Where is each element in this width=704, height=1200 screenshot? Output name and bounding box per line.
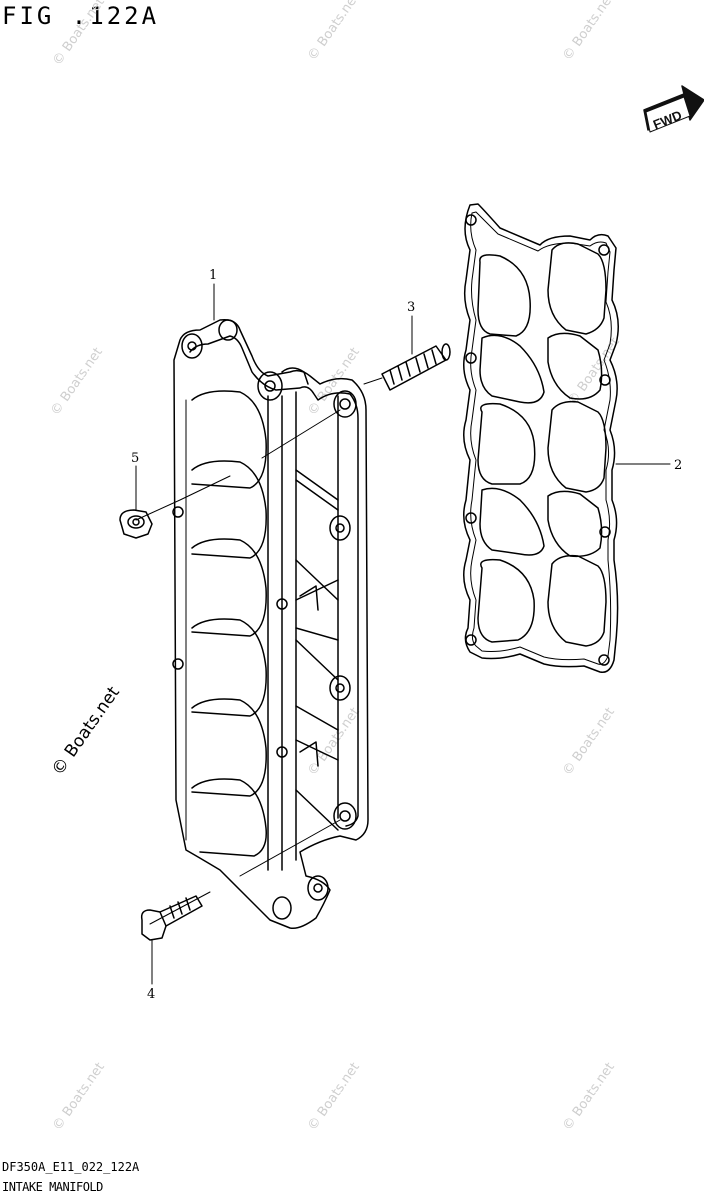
forward-arrow-icon: FWD <box>643 85 704 133</box>
part-number-3: 3 <box>407 300 415 315</box>
part-number-1: 1 <box>209 268 217 283</box>
stud-bolt <box>381 343 451 391</box>
intake-manifold <box>172 318 369 930</box>
gasket <box>463 203 619 673</box>
flange-nut <box>119 509 153 539</box>
part-number-2: 2 <box>674 458 682 473</box>
figure-caption: INTAKE MANIFOLD <box>2 1180 103 1194</box>
part-number-4: 4 <box>147 987 155 1002</box>
figure-code: DF350A_E11_022_122A <box>2 1160 140 1174</box>
figure-title: FIG .122A <box>2 2 160 30</box>
part-number-5: 5 <box>131 451 139 466</box>
flange-bolt <box>140 895 203 941</box>
